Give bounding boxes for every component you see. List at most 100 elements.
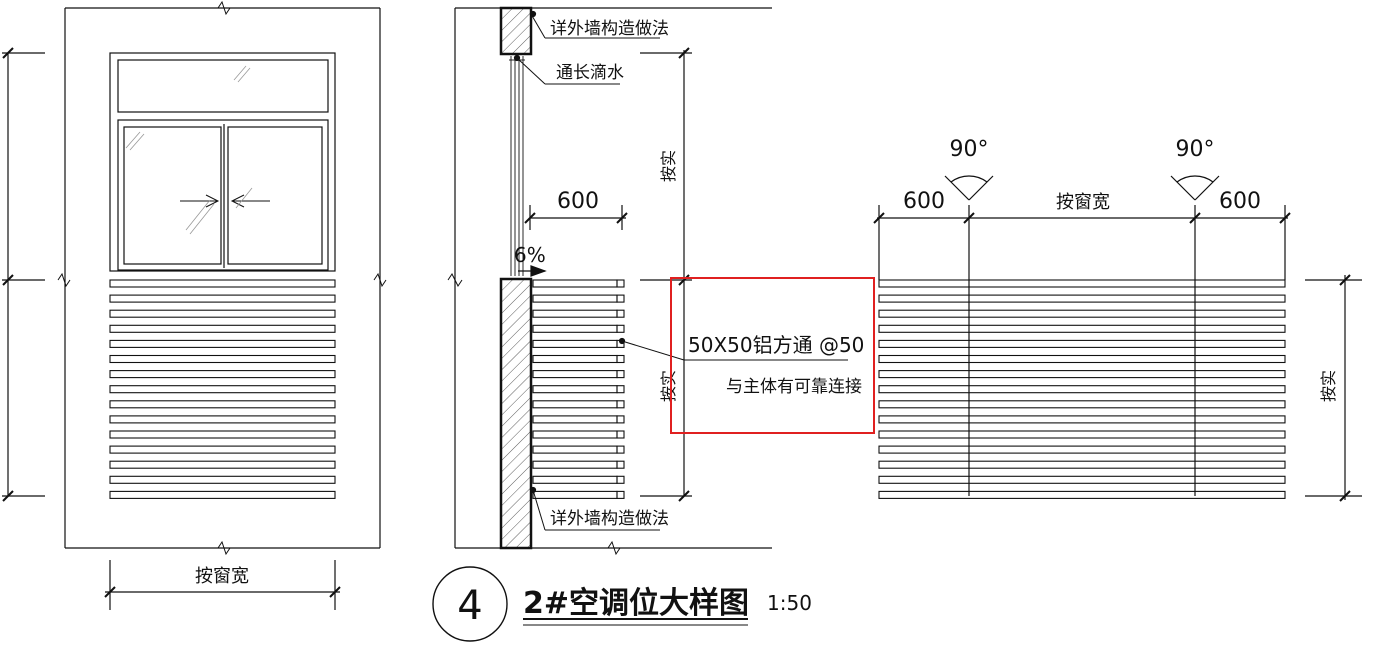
- label-wall-detail-bottom: 详外墙构造做法: [550, 509, 669, 529]
- callout-line-2: 与主体有可靠连接: [726, 377, 862, 397]
- louver-slat-plan: [878, 460, 1286, 469]
- label-angle-right: 90°: [1176, 137, 1215, 162]
- louver-slat-section: [532, 370, 618, 379]
- elevation-width-label: 按窗宽: [195, 566, 249, 587]
- top-wall-block: [499, 6, 533, 56]
- label-by-window-width-plan: 按窗宽: [1056, 192, 1110, 213]
- window-section: [509, 56, 525, 276]
- louver-slat: [109, 430, 336, 439]
- elevation-view: [2, 0, 387, 610]
- slab-wall-block: [499, 277, 533, 550]
- louver-slat: [109, 309, 336, 318]
- louver-end-cap: [616, 370, 625, 379]
- louver-end-cap: [616, 490, 625, 499]
- louver-slat: [109, 445, 336, 454]
- louver-end-cap: [616, 294, 625, 303]
- louver-slat-plan: [878, 324, 1286, 333]
- louver-slat: [109, 475, 336, 484]
- plan-louvers: [878, 279, 1286, 499]
- louver-slat: [109, 324, 336, 333]
- louver-slat: [109, 460, 336, 469]
- louver-slat-section: [532, 385, 618, 394]
- louver-slat-plan: [878, 339, 1286, 348]
- window: [109, 52, 336, 272]
- section-view: [447, 6, 848, 556]
- louver-end-cap: [616, 415, 625, 424]
- louver-end-cap: [616, 400, 625, 409]
- louver-end-cap: [616, 385, 625, 394]
- louver-end-cap: [616, 460, 625, 469]
- louver-slat-section: [532, 294, 618, 303]
- louver-slat-section: [532, 415, 618, 424]
- section-height-dimension: [640, 47, 692, 502]
- louver-slat-plan: [878, 294, 1286, 303]
- section-depth-dimension: [524, 205, 628, 230]
- louver-end-cap: [616, 309, 625, 318]
- louver-slat: [109, 385, 336, 394]
- drawing-title-block: 4 2#空调位大样图 1:50: [432, 566, 812, 642]
- louver-slat-section: [532, 324, 618, 333]
- louver-slat-section: [532, 279, 618, 288]
- callout-highlight-box: [670, 277, 875, 434]
- plan-height-dimension: [1305, 274, 1362, 502]
- louver-end-cap: [616, 430, 625, 439]
- label-600-right: 600: [1219, 189, 1261, 214]
- louver-slat-section: [532, 460, 618, 469]
- louver-end-cap: [616, 445, 625, 454]
- louver-slat: [109, 354, 336, 364]
- elevation-louvers: [109, 279, 336, 499]
- louver-slat-section: [532, 309, 618, 318]
- louver-slat: [109, 339, 336, 348]
- leader-lines: [516, 13, 848, 531]
- louver-slat-section: [532, 354, 618, 364]
- elevation-height-dimension: [2, 47, 45, 502]
- elevation-width-dimension: [104, 560, 341, 610]
- louver-end-cap: [616, 324, 625, 333]
- drawing-title: 2#空调位大样图: [523, 586, 749, 621]
- louver-slat-plan: [878, 445, 1286, 454]
- louver-slat-plan: [878, 475, 1286, 484]
- louver-slat: [109, 400, 336, 409]
- louver-slat: [109, 279, 336, 288]
- label-600-left: 600: [903, 189, 945, 214]
- louver-slat-plan: [878, 370, 1286, 379]
- louver-slat-section: [532, 430, 618, 439]
- drawing-scale: 1:50: [767, 591, 812, 615]
- louver-end-cap: [616, 475, 625, 484]
- louver-slat-section: [532, 400, 618, 409]
- louver-slat-section: [532, 339, 618, 348]
- label-by-actual-lower: 按实: [659, 370, 678, 402]
- louver-slat-plan: [878, 400, 1286, 409]
- louver-slat: [109, 415, 336, 424]
- louver-slat-plan: [878, 430, 1286, 439]
- label-slope: 6%: [514, 243, 546, 267]
- louver-slat-plan: [878, 309, 1286, 318]
- angle-mark-left: [944, 175, 994, 201]
- louver-slat: [109, 370, 336, 379]
- louver-slat: [109, 490, 336, 499]
- wall-outline: [57, 0, 387, 556]
- label-angle-left: 90°: [950, 137, 989, 162]
- angle-mark-right: [1170, 175, 1220, 201]
- louver-end-cap: [616, 279, 625, 288]
- louver-slat-plan: [878, 354, 1286, 364]
- section-louvers: [532, 279, 625, 499]
- label-by-actual-upper: 按实: [659, 150, 678, 182]
- louver-slat: [109, 294, 336, 303]
- detail-number-circle: [432, 566, 508, 642]
- label-drip: 通长滴水: [556, 63, 624, 83]
- louver-slat-section: [532, 475, 618, 484]
- label-600-section: 600: [557, 189, 599, 214]
- louver-slat-plan: [878, 490, 1286, 499]
- label-by-actual-right: 按实: [1319, 370, 1338, 402]
- label-wall-detail-top: 详外墙构造做法: [550, 19, 669, 39]
- louver-slat-section: [532, 445, 618, 454]
- detail-number: 4: [457, 583, 482, 629]
- louver-slat-plan: [878, 385, 1286, 394]
- louver-slat-plan: [878, 279, 1286, 288]
- louver-slat-section: [532, 490, 618, 499]
- callout-line-1: 50X50铝方通 @50: [688, 333, 864, 357]
- plan-width-dimension: [873, 205, 1291, 280]
- plan-view: [873, 175, 1362, 502]
